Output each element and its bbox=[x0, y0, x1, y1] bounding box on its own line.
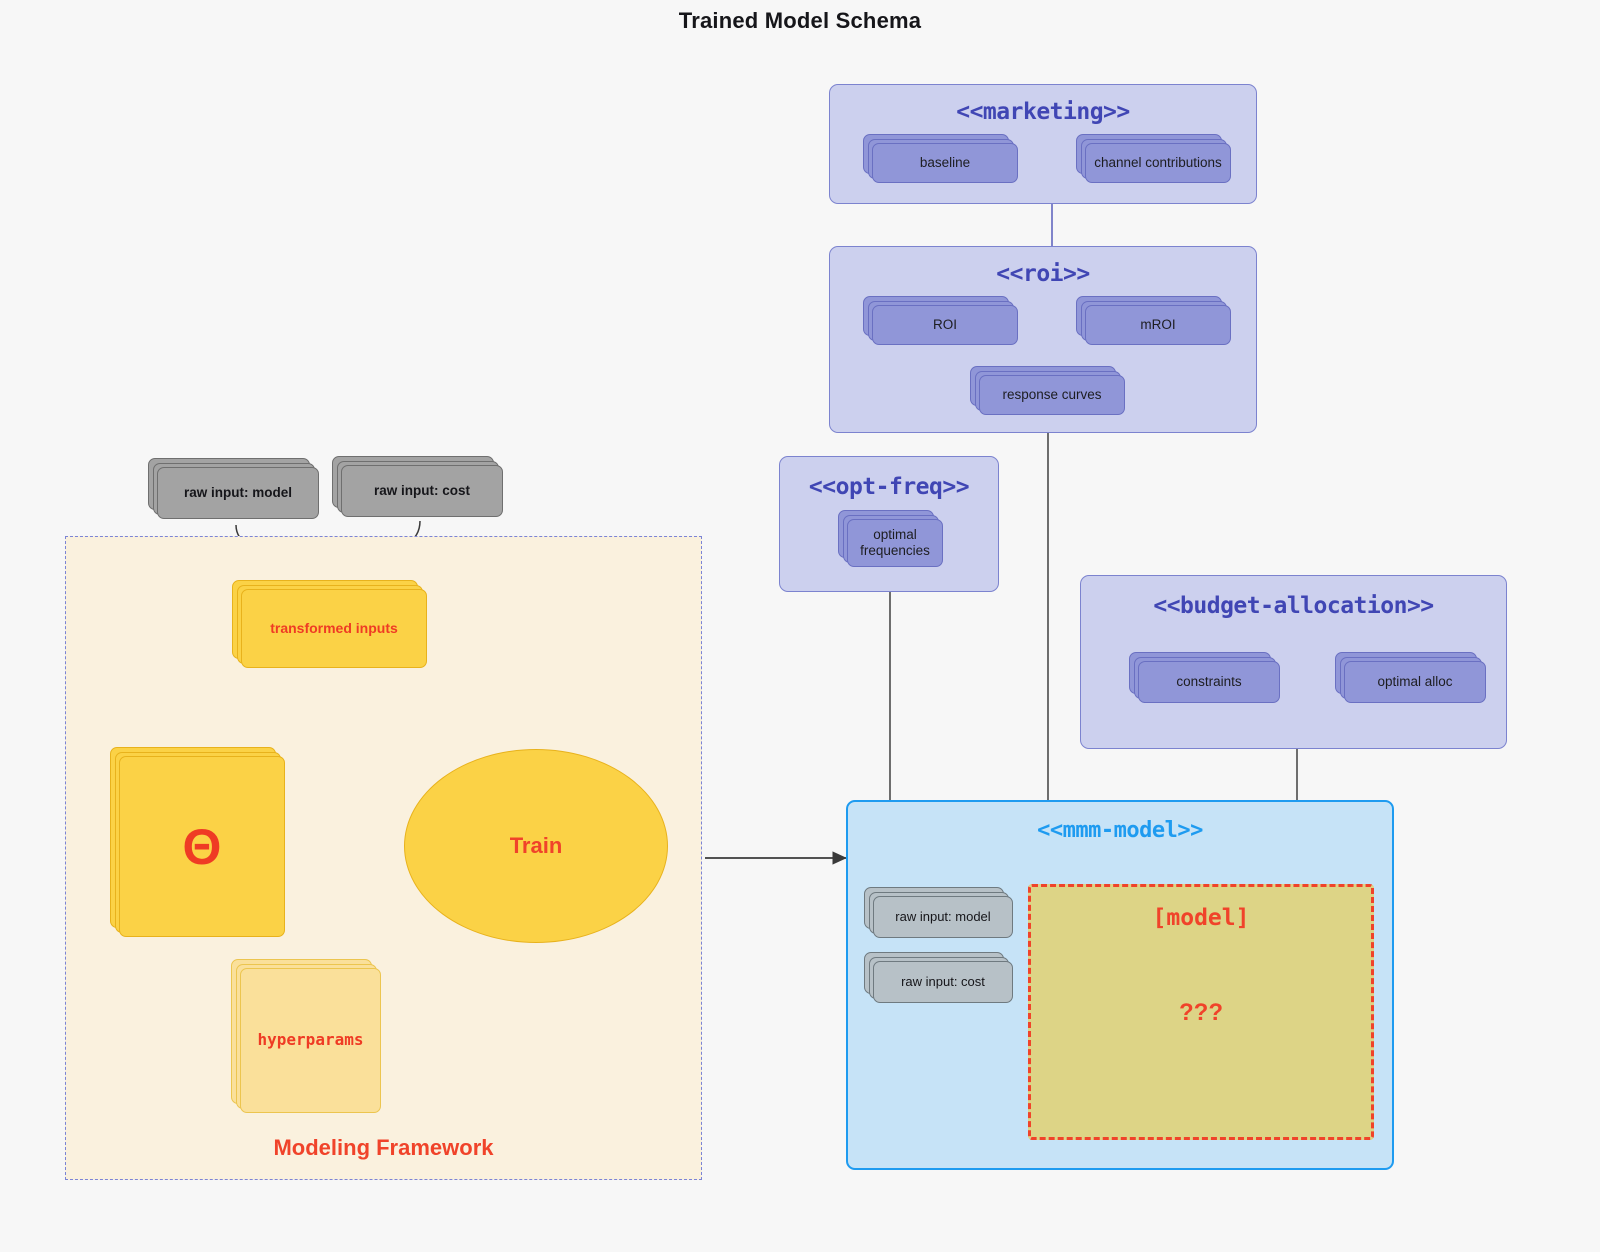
node-raw-input-cost-label: raw input: cost bbox=[373, 483, 470, 499]
package-opt-freq-title: <<opt-freq>> bbox=[808, 474, 970, 500]
package-budget-allocation-title: <<budget-allocation>> bbox=[1153, 593, 1434, 619]
node-theta[interactable]: Θ bbox=[110, 747, 285, 937]
node-response-curves[interactable]: response curves bbox=[970, 366, 1125, 415]
package-marketing[interactable]: <<marketing>> baseline channel contribut… bbox=[829, 84, 1257, 204]
package-mmm-model-title: <<mmm-model>> bbox=[1037, 818, 1203, 843]
node-mmm-raw-input-cost[interactable]: raw input: cost bbox=[864, 952, 1013, 1003]
package-mmm-model[interactable]: <<mmm-model>> raw input: model raw input… bbox=[846, 800, 1394, 1170]
node-response-curves-label: response curves bbox=[1002, 387, 1102, 403]
node-raw-input-model[interactable]: raw input: model bbox=[148, 458, 319, 519]
package-roi[interactable]: <<roi>> ROI mROI response curves bbox=[829, 246, 1257, 433]
node-mmm-raw-input-cost-label: raw input: cost bbox=[901, 973, 985, 989]
package-roi-title: <<roi>> bbox=[996, 261, 1090, 287]
model-placeholder-question: ??? bbox=[1179, 999, 1223, 1026]
node-channel-contributions[interactable]: channel contributions bbox=[1076, 134, 1231, 183]
train-process[interactable]: Train bbox=[404, 749, 668, 943]
node-hyperparams-label: hyperparams bbox=[257, 1030, 364, 1050]
model-placeholder-title: [model] bbox=[1152, 905, 1250, 931]
node-constraints-label: constraints bbox=[1176, 674, 1242, 690]
node-optimal-frequencies[interactable]: optimal frequencies bbox=[838, 510, 943, 567]
node-baseline-label: baseline bbox=[919, 155, 971, 171]
page-title: Trained Model Schema bbox=[678, 8, 922, 33]
node-mroi-label: mROI bbox=[1140, 317, 1176, 333]
package-opt-freq[interactable]: <<opt-freq>> optimal frequencies bbox=[779, 456, 999, 592]
train-label: Train bbox=[509, 833, 563, 858]
node-roi-label: ROI bbox=[932, 317, 957, 333]
node-optimal-alloc[interactable]: optimal alloc bbox=[1335, 652, 1486, 703]
node-mroi[interactable]: mROI bbox=[1076, 296, 1231, 345]
node-mmm-raw-input-model[interactable]: raw input: model bbox=[864, 887, 1013, 938]
node-raw-input-cost[interactable]: raw input: cost bbox=[332, 456, 503, 517]
node-optimal-alloc-label: optimal alloc bbox=[1377, 674, 1453, 690]
node-theta-label: Θ bbox=[182, 818, 222, 875]
node-hyperparams[interactable]: hyperparams bbox=[231, 959, 381, 1113]
node-mmm-raw-input-model-label: raw input: model bbox=[895, 908, 991, 924]
node-baseline[interactable]: baseline bbox=[863, 134, 1018, 183]
node-roi[interactable]: ROI bbox=[863, 296, 1018, 345]
node-optimal-frequencies-label: optimal frequencies bbox=[860, 527, 930, 558]
package-marketing-title: <<marketing>> bbox=[956, 99, 1130, 125]
node-channel-contributions-label: channel contributions bbox=[1094, 155, 1222, 171]
node-transformed-inputs-label: transformed inputs bbox=[270, 620, 398, 637]
node-raw-input-model-label: raw input: model bbox=[184, 485, 292, 501]
model-placeholder-box[interactable]: [model] ??? bbox=[1028, 884, 1374, 1140]
package-budget-allocation[interactable]: <<budget-allocation>> constraints optima… bbox=[1080, 575, 1507, 749]
node-constraints[interactable]: constraints bbox=[1129, 652, 1280, 703]
node-transformed-inputs[interactable]: transformed inputs bbox=[232, 580, 427, 668]
modeling-framework-label: Modeling Framework bbox=[273, 1135, 494, 1160]
